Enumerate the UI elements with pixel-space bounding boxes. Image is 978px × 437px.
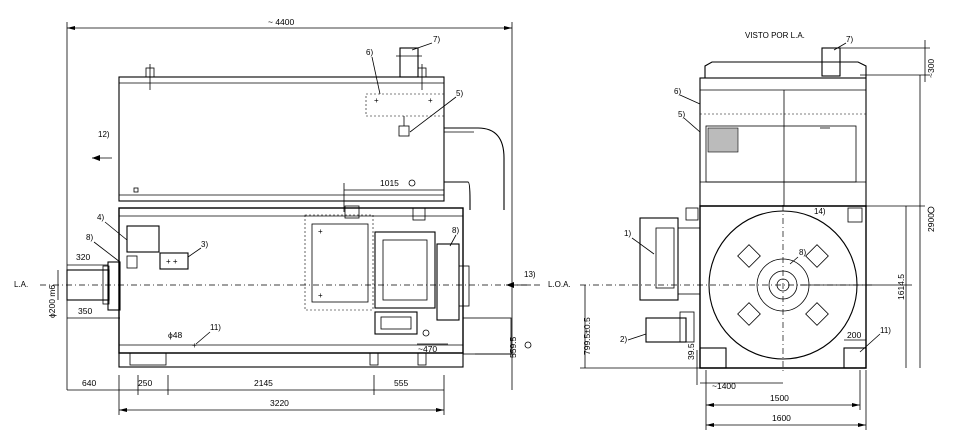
dim-overall-length: ~ 4400 <box>268 17 295 27</box>
callout-6b: 6) <box>674 87 681 96</box>
dim-2145: 2145 <box>254 378 273 388</box>
svg-text:+: + <box>374 96 379 105</box>
vent-unit <box>399 47 419 78</box>
callout-8b: 8) <box>452 226 459 235</box>
callout-6: 6) <box>366 48 373 57</box>
callout-14: 14) <box>814 207 826 216</box>
bottom-blower <box>374 311 418 335</box>
dim-1015: 1015 <box>380 178 399 188</box>
dim-470: ~470 <box>418 344 437 354</box>
callout-3: 3) <box>201 240 208 249</box>
dim-2900: 2900 <box>926 213 936 232</box>
aux-box-3 <box>159 252 189 270</box>
callout-5: 5) <box>456 89 463 98</box>
callout-13: 13) <box>524 270 536 279</box>
dim-39-5: 39.5 <box>686 343 696 360</box>
end-view: VISTO POR L.A. 7) ~300 6) 5) 2900 1614.5 <box>548 31 936 430</box>
dim-phi-48: ϕ48 <box>168 330 182 340</box>
side-view: ~ 4400 7) + + 6) 5) 12) <box>14 17 540 415</box>
inspection-cover <box>304 214 374 311</box>
callout-12: 12) <box>98 130 110 139</box>
callout-7: 7) <box>433 35 440 44</box>
callout-8c: 8) <box>799 248 806 257</box>
air-duct <box>444 127 505 210</box>
dim-1500: 1500 <box>770 393 789 403</box>
dim-799-5: 799.5±0.5 <box>582 317 592 355</box>
dim-250: 250 <box>138 378 152 388</box>
dim-320: 320 <box>76 252 90 262</box>
svg-text:+: + <box>318 291 323 300</box>
dim-350: 350 <box>78 306 92 316</box>
callout-5b: 5) <box>678 110 685 119</box>
cooler-housing <box>118 76 445 202</box>
aux-box-4 <box>126 225 160 253</box>
dim-640: 640 <box>82 378 96 388</box>
dim-1614-5: 1614.5 <box>896 274 906 300</box>
view-title: VISTO POR L.A. <box>745 31 805 40</box>
callout-11: 11) <box>210 323 221 332</box>
svg-text:+: + <box>318 227 323 236</box>
aux-box-2 <box>645 317 687 343</box>
end-cooler <box>704 61 867 79</box>
dim-555: 555 <box>394 378 408 388</box>
dim-559-5: 559.5 <box>508 336 518 358</box>
callout-1: 1) <box>624 229 631 238</box>
callout-4: 4) <box>97 213 104 222</box>
terminal-plate <box>365 93 445 117</box>
inspection-window <box>374 231 436 309</box>
callout-11b: 11) <box>880 326 891 335</box>
dim-200: 200 <box>847 330 861 340</box>
dim-300: ~300 <box>926 59 936 78</box>
dim-1400: ~1400 <box>712 381 736 391</box>
label-loa: L.O.A. <box>548 280 571 289</box>
callout-2: 2) <box>620 335 627 344</box>
svg-text:+ +: + + <box>166 257 178 266</box>
base-frame <box>118 352 464 368</box>
callout-7b: 7) <box>846 35 853 44</box>
svg-text:+: + <box>428 96 433 105</box>
label-la: L.A. <box>14 280 28 289</box>
dim-3220: 3220 <box>270 398 289 408</box>
svg-text:+: + <box>192 341 197 350</box>
end-cover-bolts <box>737 244 829 326</box>
dim-1600: 1600 <box>772 413 791 423</box>
cooler-mesh <box>707 127 739 153</box>
callout-8: 8) <box>86 233 93 242</box>
dim-shaft-diameter: ϕ200 m6 <box>47 285 57 318</box>
